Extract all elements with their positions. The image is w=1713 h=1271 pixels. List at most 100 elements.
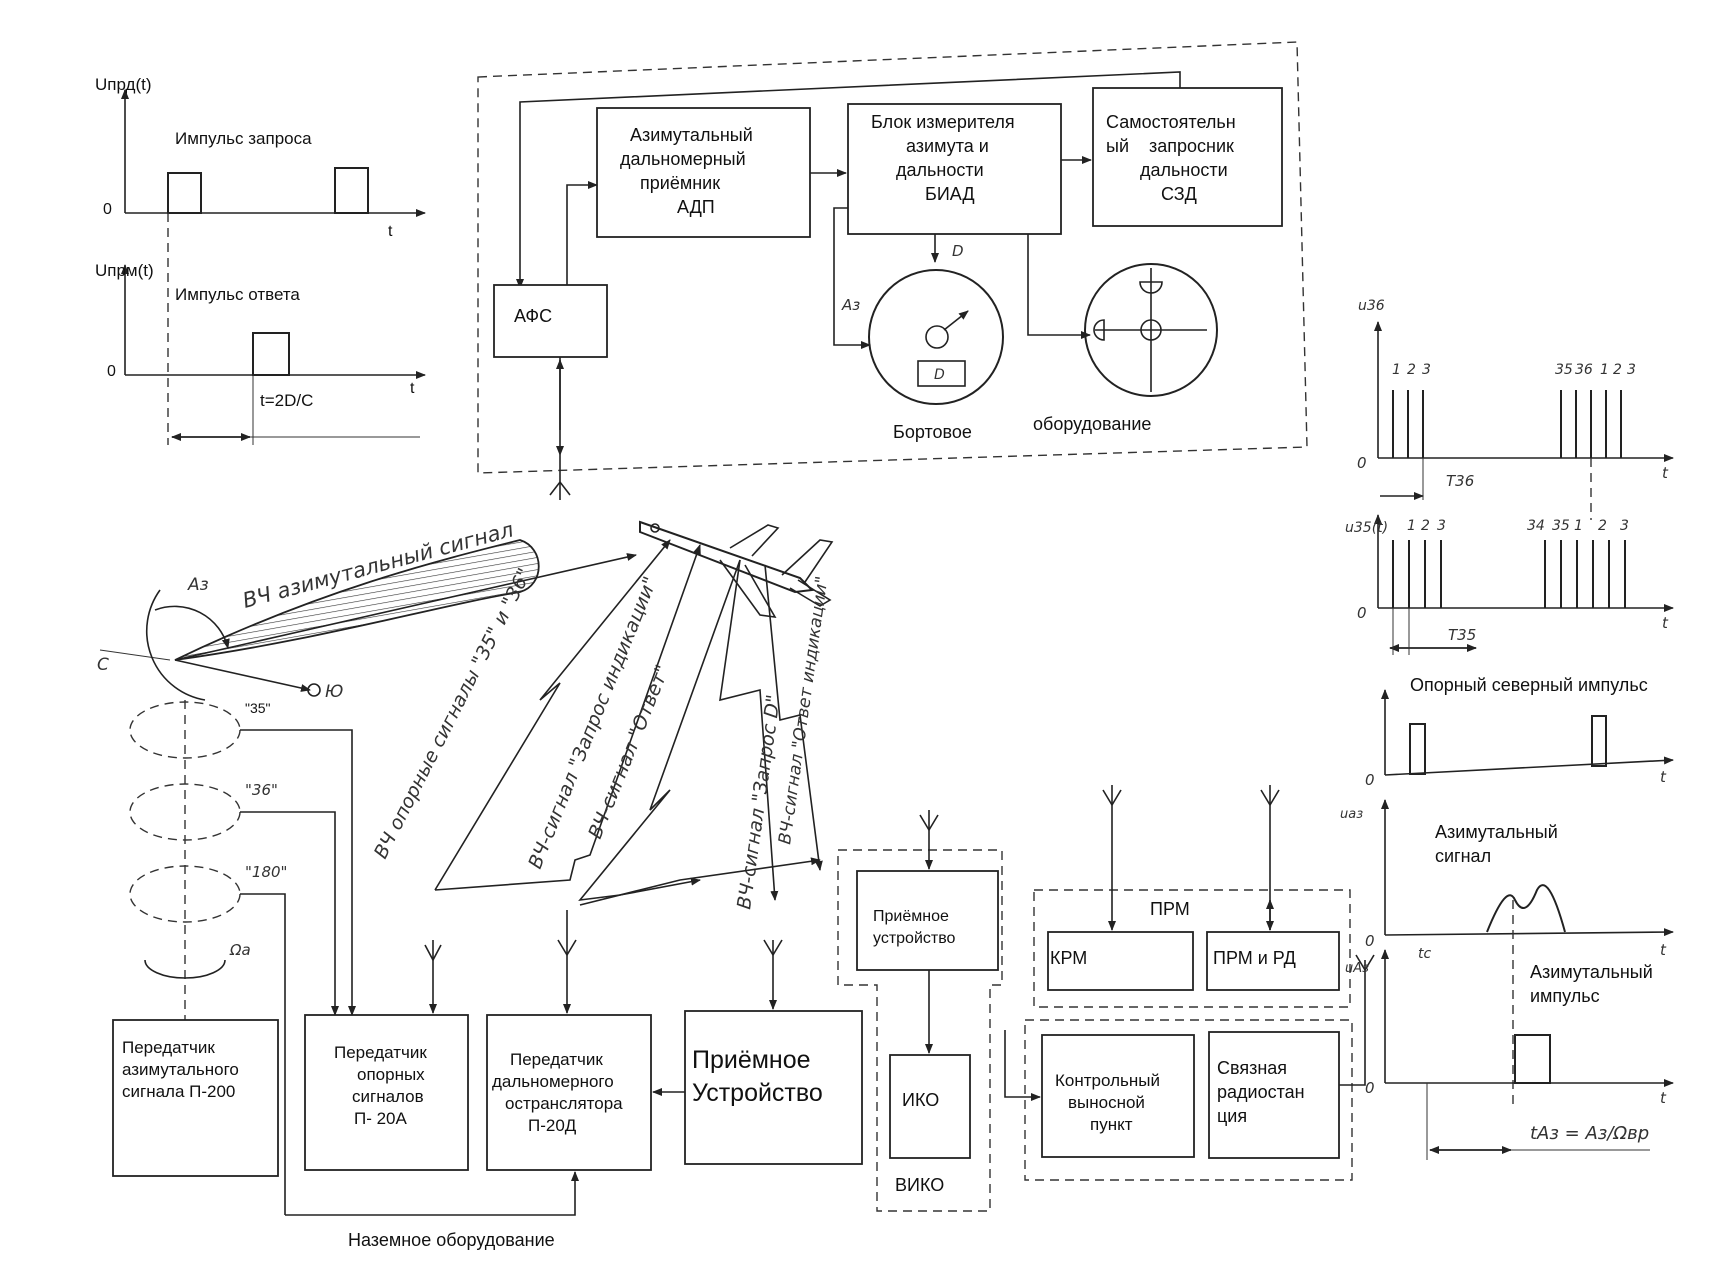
receive-graph: Uпрм(t) 0 t Импульс ответа t=2D/C bbox=[95, 213, 426, 445]
viko-label: ВИКО bbox=[895, 1175, 944, 1195]
u35-l7: 2 bbox=[1598, 518, 1607, 534]
ground-equipment: Передатчик азимутального сигнала П-200 П… bbox=[112, 785, 1375, 1250]
az-mark: Аз bbox=[841, 296, 860, 314]
u35-ylabel: u35(t) bbox=[1345, 520, 1388, 536]
p20d-line-4: П-20Д bbox=[528, 1116, 577, 1135]
iko-block bbox=[889, 1054, 971, 1159]
p200-line-3: сигнала П-200 bbox=[122, 1082, 235, 1101]
p20a-line-3: сигналов bbox=[352, 1087, 424, 1106]
d-mark: D bbox=[952, 242, 964, 260]
u35-l6: 1 bbox=[1574, 518, 1583, 534]
u35-period: T35 bbox=[1448, 626, 1476, 644]
transmit-graph: Uпрд(t) 0 t Импульс запроса bbox=[95, 75, 426, 240]
u36-pulses bbox=[1392, 390, 1622, 458]
szd-line-1: Самостоятельн bbox=[1106, 112, 1236, 132]
ring-label-35: "35" bbox=[245, 700, 271, 716]
receiver-big-line-2: Устройство bbox=[692, 1079, 823, 1107]
receive-ylabel: Uпрм(t) bbox=[95, 261, 154, 280]
receiver-small-block bbox=[856, 870, 999, 971]
kvp-enclosure bbox=[1024, 1019, 1353, 1181]
radio-station-line-2: радиостан bbox=[1217, 1082, 1305, 1102]
adp-line-3: приёмник bbox=[640, 173, 720, 193]
omega-label: Ωа bbox=[229, 941, 251, 959]
right-graph-azimuth-signal: uаз Азимутальный сигнал 0 t tc bbox=[1340, 799, 1674, 1105]
krm-block bbox=[1047, 931, 1194, 991]
biad-line-4: БИАД bbox=[925, 184, 975, 204]
u36-l2: 2 bbox=[1407, 362, 1416, 378]
u36-l6: 1 bbox=[1600, 362, 1609, 378]
north-pulse-1 bbox=[1409, 723, 1426, 775]
receive-zero: 0 bbox=[107, 363, 116, 380]
azimuth-beam bbox=[174, 539, 540, 661]
prm-label: ПРМ bbox=[1150, 899, 1190, 919]
south-label: Ю bbox=[325, 682, 343, 702]
az-signal-t: t bbox=[1660, 941, 1667, 959]
az-pulse-title-2: импульс bbox=[1530, 986, 1600, 1006]
adp-line-1: Азимутальный bbox=[630, 125, 753, 145]
answer-ind-label: ВЧ-сигнал "Ответ индикации" bbox=[775, 575, 832, 846]
range-azimuth-dial bbox=[868, 269, 1004, 405]
receiver-small-line-2: устройство bbox=[873, 930, 956, 947]
request-pulse-label: Импульс запроса bbox=[175, 129, 312, 148]
answer-pulse bbox=[252, 332, 290, 376]
azimuth-signal-curve bbox=[1486, 884, 1566, 933]
receiver-big-line-1: Приёмное bbox=[692, 1046, 811, 1074]
p20d-line-3: остранслятора bbox=[505, 1094, 623, 1113]
u36-zero: 0 bbox=[1357, 454, 1367, 472]
u35-l2: 2 bbox=[1421, 518, 1430, 534]
prm-rd-label: ПРМ и РД bbox=[1213, 948, 1296, 968]
receiver-small-line-1: Приёмное bbox=[873, 908, 949, 925]
radio-station-block bbox=[1208, 1031, 1340, 1159]
u35-l4: 34 bbox=[1527, 518, 1545, 534]
radio-station-line-3: ция bbox=[1217, 1106, 1247, 1126]
u35-zero: 0 bbox=[1357, 604, 1367, 622]
biad-block bbox=[847, 103, 1062, 235]
north-pulse-t: t bbox=[1660, 768, 1667, 786]
p20a-line-4: П- 20А bbox=[354, 1109, 408, 1128]
kvp-line-3: пункт bbox=[1090, 1115, 1133, 1134]
p200-line-2: азимутального bbox=[122, 1060, 239, 1079]
request-pulse-1 bbox=[167, 172, 202, 214]
afs-label: АФС bbox=[514, 306, 552, 326]
prm-rd-block bbox=[1206, 931, 1340, 991]
u36-l4: 35 bbox=[1555, 362, 1573, 378]
u35-l3: 3 bbox=[1437, 518, 1446, 534]
adp-line-4: АДП bbox=[677, 197, 715, 217]
u35-l1: 1 bbox=[1407, 518, 1416, 534]
biad-line-3: дальности bbox=[896, 160, 984, 180]
u35-l8: 3 bbox=[1620, 518, 1629, 534]
p200-block bbox=[112, 1019, 279, 1177]
az-pulse-ylabel: uАз bbox=[1345, 961, 1369, 976]
right-graph-north-pulse: Опорный северный импульс 0 t bbox=[1365, 675, 1674, 789]
viko-enclosure bbox=[837, 849, 1003, 1212]
kvp-line-1: Контрольный bbox=[1055, 1071, 1160, 1090]
az-signal-ylabel: uаз bbox=[1340, 807, 1363, 822]
az-pulse-title-1: Азимутальный bbox=[1530, 962, 1653, 982]
u36-ylabel: u36 bbox=[1358, 298, 1385, 314]
p20a-block bbox=[304, 1014, 469, 1171]
szd-line-2: ый запросник bbox=[1106, 136, 1234, 156]
az-signal-title-1: Азимутальный bbox=[1435, 822, 1558, 842]
az-signal-title-2: сигнал bbox=[1435, 846, 1491, 866]
az-signal-zero: 0 bbox=[1365, 932, 1375, 950]
adp-line-2: дальномерный bbox=[620, 149, 746, 169]
answer-pulse-label: Импульс ответа bbox=[175, 285, 300, 304]
radio-station-line-1: Связная bbox=[1217, 1058, 1287, 1078]
transmit-t-label: t bbox=[388, 223, 393, 240]
onboard-equipment: Азимутальный дальномерный приёмник АДП Б… bbox=[477, 41, 1308, 500]
ring-label-36: "36" bbox=[245, 781, 278, 799]
u35-l5: 35 bbox=[1552, 518, 1570, 534]
beacon-az-label: Аз bbox=[187, 575, 209, 595]
transmit-zero: 0 bbox=[103, 201, 112, 218]
biad-line-2: азимута и bbox=[906, 136, 989, 156]
biad-line-1: Блок измерителя bbox=[871, 112, 1015, 132]
az-pulse-zero: 0 bbox=[1365, 1079, 1375, 1097]
szd-line-4: СЗД bbox=[1161, 184, 1197, 204]
u36-t: t bbox=[1662, 464, 1669, 482]
course-indicator-dial bbox=[1084, 263, 1218, 397]
szd-block bbox=[1092, 87, 1283, 227]
north-pulse-2 bbox=[1591, 715, 1607, 767]
ring-label-180: "180" bbox=[245, 863, 287, 881]
azimuth-pulse bbox=[1514, 1034, 1551, 1084]
receiver-big-block bbox=[684, 1010, 863, 1165]
